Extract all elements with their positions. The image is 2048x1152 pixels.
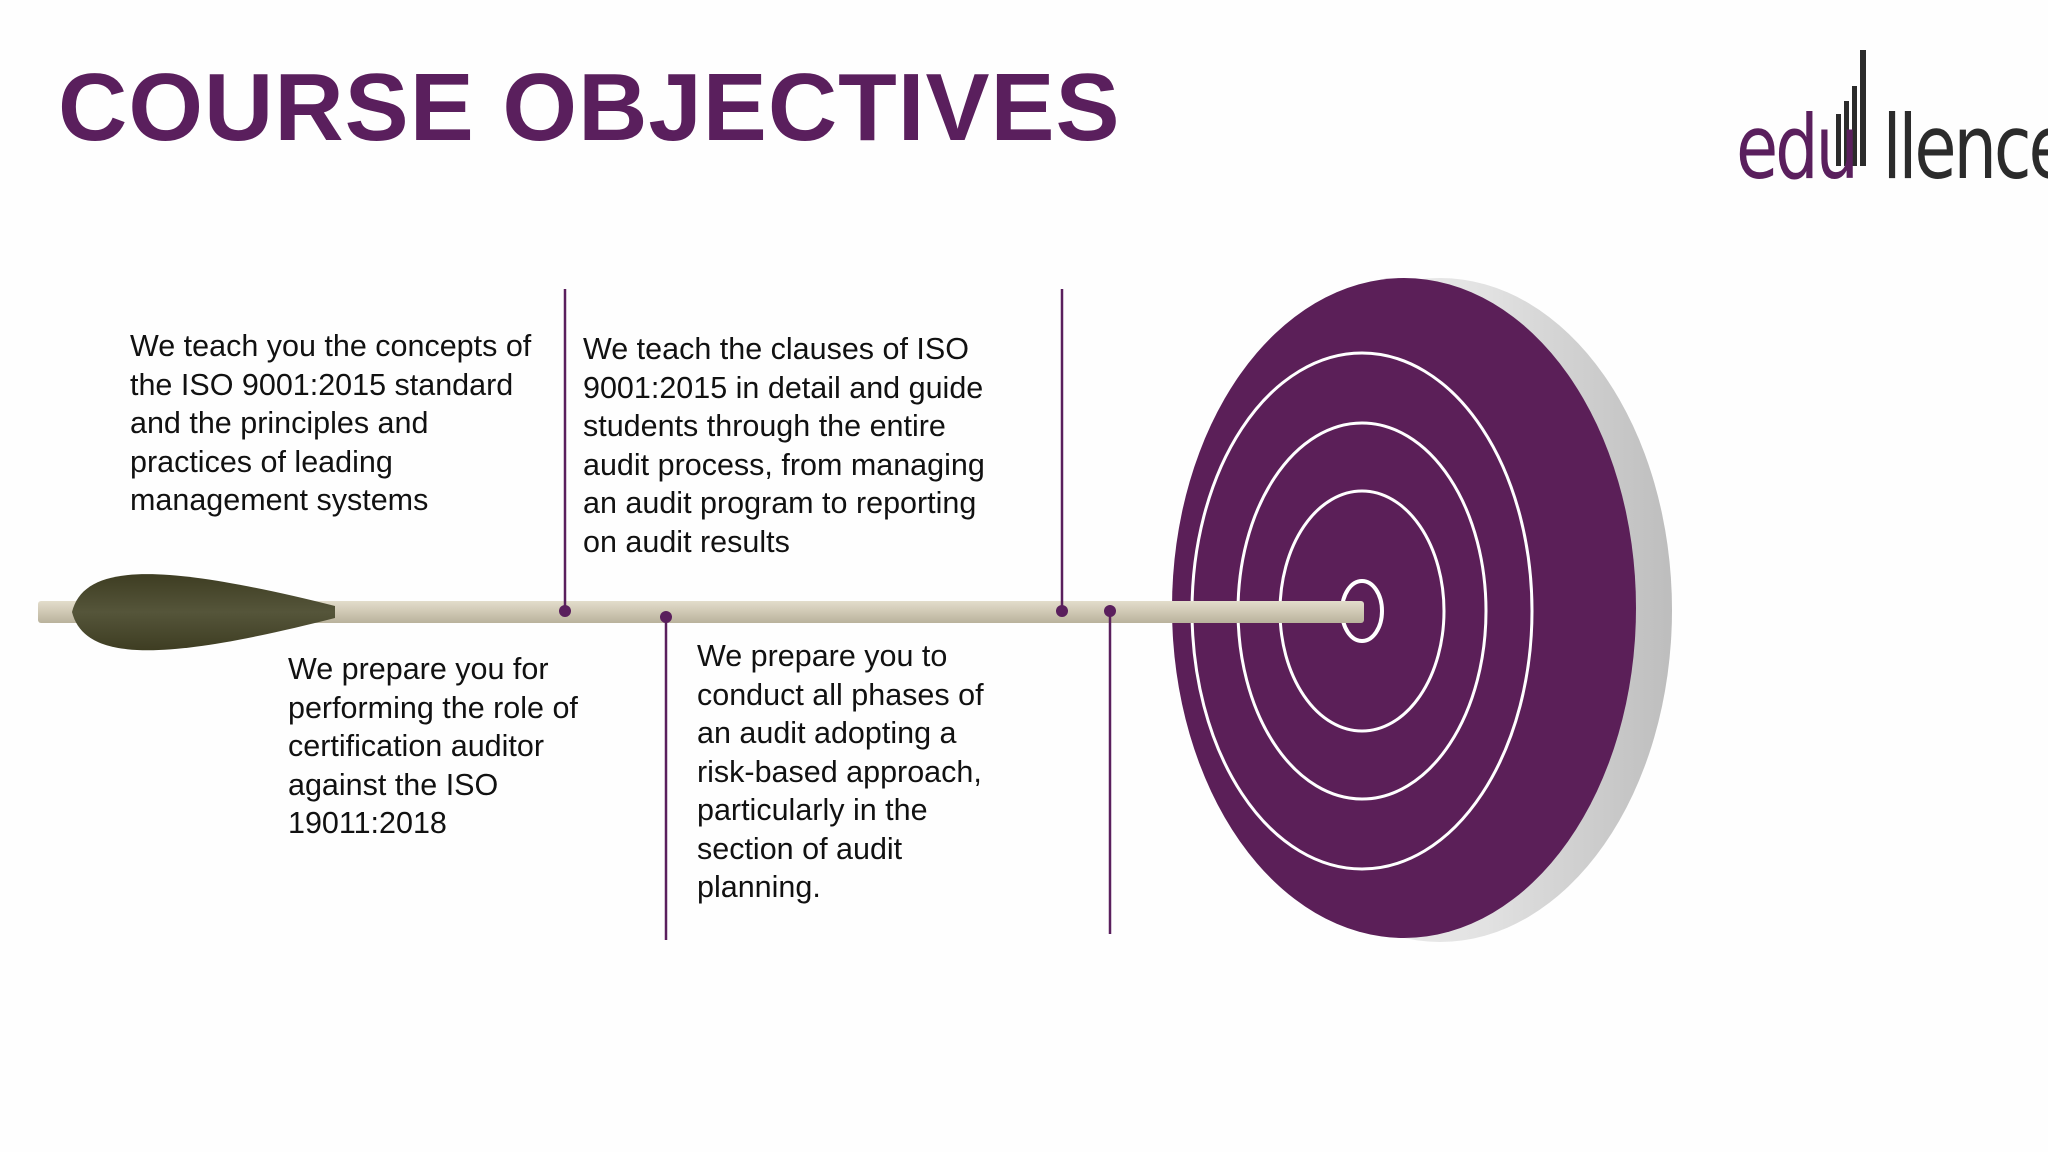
- logo-text-right: llence: [1882, 96, 2048, 199]
- logo-text-left: edu: [1736, 96, 1859, 199]
- target-icon: [1172, 278, 1672, 942]
- objective-text-clauses: We teach the clauses of ISO 9001:2015 in…: [583, 332, 985, 559]
- connector-lines: [563, 289, 1112, 940]
- connector-dots: [559, 605, 1116, 623]
- bar-growth-icon: [1836, 50, 1866, 166]
- edullence-logo: edullence: [1736, 46, 2048, 198]
- arrow-icon: [38, 574, 1364, 651]
- slide-title: COURSE OBJECTIVES: [58, 54, 1121, 161]
- objective-text-audit-phases: We prepare you to conduct all phases of …: [697, 639, 984, 904]
- objective-text-certification-auditor: We prepare you for performing the role o…: [288, 652, 578, 840]
- logo-wordmark: edullence: [1736, 98, 2048, 198]
- objective-text-concepts: We teach you the concepts of the ISO 900…: [130, 329, 532, 517]
